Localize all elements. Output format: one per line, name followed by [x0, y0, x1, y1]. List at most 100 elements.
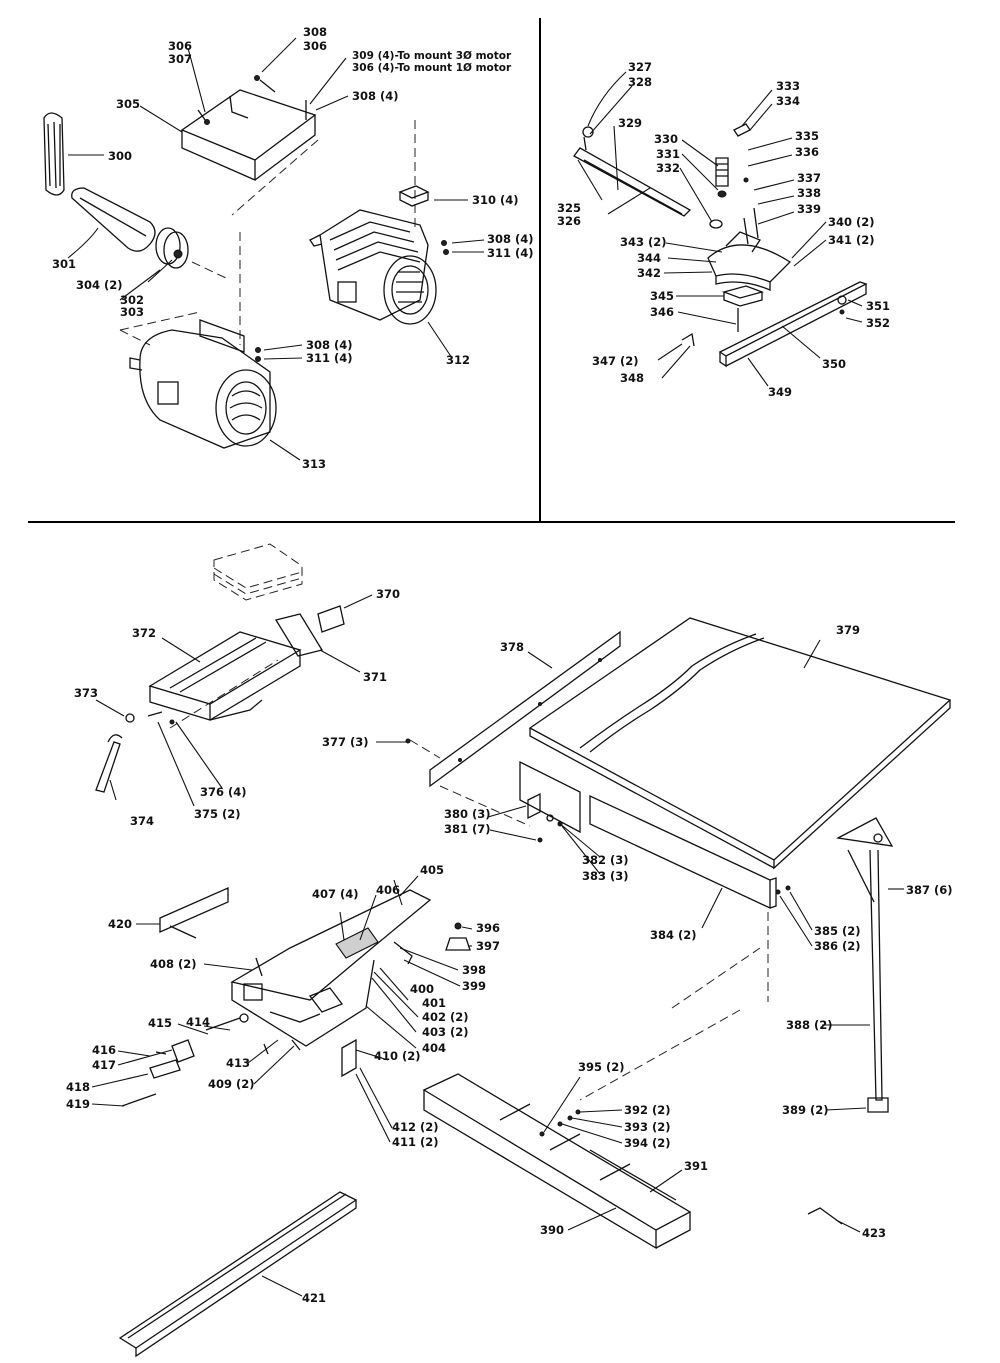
label-405: 405: [420, 863, 444, 877]
label-307: 307: [168, 52, 192, 66]
hex-key-423: [807, 1207, 843, 1225]
label-340: 340 (2): [828, 215, 875, 229]
knob-330: [715, 157, 729, 187]
table-top-379: [528, 617, 952, 870]
motor-1-phase-313: [129, 329, 277, 449]
bracket-380: [527, 792, 541, 820]
label-379: 379: [836, 623, 860, 637]
label-344: 344: [637, 251, 661, 265]
block-370: [317, 605, 345, 633]
miter-head-342: [707, 177, 792, 291]
label-349: 349: [768, 385, 792, 399]
label-418: 418: [66, 1080, 90, 1094]
motor-mount-plate-305: [180, 89, 317, 181]
label-301: 301: [52, 257, 76, 271]
fence-body-405: [230, 889, 432, 1047]
note-1-phase-mount: 306 (4)-To mount 1Ø motor: [352, 62, 512, 74]
label-380: 380 (3): [444, 807, 491, 821]
block-345: [721, 285, 765, 307]
miter-gauge-panel: [573, 71, 868, 387]
label-300: 300: [108, 149, 132, 163]
label-381: 381 (7): [444, 822, 491, 836]
label-391: 391: [684, 1159, 708, 1173]
label-404: 404: [422, 1041, 446, 1055]
label-386: 386 (2): [814, 939, 861, 953]
label-338: 338: [797, 186, 821, 200]
label-352: 352: [866, 316, 890, 330]
label-406: 406: [376, 883, 400, 897]
label-401: 401: [422, 996, 446, 1010]
label-325: 325: [557, 201, 581, 215]
label-392: 392 (2): [624, 1103, 671, 1117]
leg-388: [835, 817, 894, 1113]
label-334: 334: [776, 94, 800, 108]
label-308-lower: 308 (4): [306, 338, 353, 352]
label-306-right: 306: [303, 39, 327, 53]
stop-rod-326: [573, 147, 692, 217]
label-342: 342: [637, 266, 661, 280]
label-327: 327: [628, 60, 652, 74]
v-belt-301: [71, 187, 156, 252]
label-370: 370: [376, 587, 400, 601]
label-343: 343 (2): [620, 235, 667, 249]
label-413: 413: [226, 1056, 250, 1070]
label-417: 417: [92, 1058, 116, 1072]
scale-rail-390: [422, 1073, 692, 1250]
handle-374: [95, 741, 121, 793]
label-376: 376 (4): [200, 785, 247, 799]
label-394: 394 (2): [624, 1136, 671, 1150]
label-351: 351: [866, 299, 890, 313]
miter-bar-350: [718, 281, 868, 368]
label-308-top: 308: [303, 25, 327, 39]
label-407: 407 (4): [312, 887, 359, 901]
label-347: 347 (2): [592, 354, 639, 368]
label-337: 337: [797, 171, 821, 185]
label-313: 313: [302, 457, 326, 471]
label-310: 310 (4): [472, 193, 519, 207]
label-382: 382 (3): [582, 853, 629, 867]
label-335: 335: [795, 129, 819, 143]
label-374: 374: [130, 814, 154, 828]
label-377: 377 (3): [322, 735, 369, 749]
belt-bundle-300: [43, 112, 65, 196]
label-350: 350: [822, 357, 846, 371]
label-384: 384 (2): [650, 928, 697, 942]
label-411: 411 (2): [392, 1135, 439, 1149]
label-388: 388 (2): [786, 1018, 833, 1032]
label-336: 336: [795, 145, 819, 159]
label-423: 423: [862, 1226, 886, 1240]
label-420: 420: [108, 917, 132, 931]
label-403: 403 (2): [422, 1025, 469, 1039]
label-375: 375 (2): [194, 807, 241, 821]
label-333: 333: [776, 79, 800, 93]
label-372: 372: [132, 626, 156, 640]
label-346: 346: [650, 305, 674, 319]
label-302: 302: [120, 293, 144, 307]
label-308-plate: 308 (4): [352, 89, 399, 103]
plate-371: [274, 613, 324, 657]
label-326: 326: [557, 214, 581, 228]
label-400: 400: [410, 982, 434, 996]
label-390: 390: [540, 1223, 564, 1237]
label-312: 312: [446, 353, 470, 367]
label-396: 396: [476, 921, 500, 935]
extension-rails-384: [519, 760, 777, 910]
label-395: 395 (2): [578, 1060, 625, 1074]
label-328: 328: [628, 75, 652, 89]
label-331: 331: [656, 147, 680, 161]
label-311-lower: 311 (4): [306, 351, 353, 365]
label-345: 345: [650, 289, 674, 303]
label-304: 304 (2): [76, 278, 123, 292]
label-416: 416: [92, 1043, 116, 1057]
front-rail-378: [429, 630, 621, 788]
label-389: 389 (2): [782, 1103, 829, 1117]
label-329: 329: [618, 116, 642, 130]
label-306-top: 306: [168, 39, 192, 53]
bracket-410: [341, 1038, 357, 1078]
mount-pad-310: [398, 185, 430, 207]
foot-397: [445, 937, 471, 951]
label-303: 303: [120, 305, 144, 319]
label-378: 378: [500, 640, 524, 654]
label-305: 305: [116, 97, 140, 111]
